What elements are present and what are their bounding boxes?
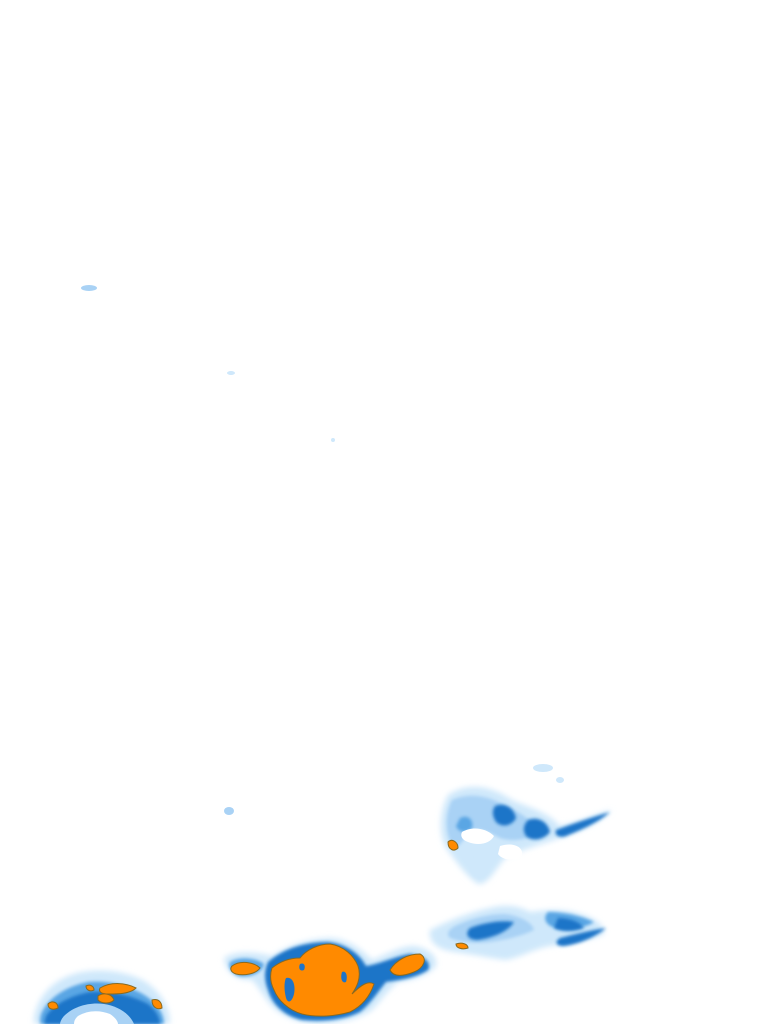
precip-echo	[470, 854, 489, 878]
precip-echo	[99, 983, 137, 995]
precip-echo	[341, 971, 347, 983]
precip-echo	[389, 953, 425, 976]
precip-speck	[227, 371, 235, 375]
precip-echo	[467, 921, 514, 940]
precip-echo	[455, 942, 469, 950]
precip-echo	[151, 999, 163, 1010]
precip-echo	[556, 928, 606, 946]
precip-echo	[230, 961, 261, 976]
precip-echo	[299, 963, 305, 971]
precip-cell-southwest	[34, 970, 170, 1024]
precip-echo	[554, 918, 584, 931]
precip-echo	[523, 818, 550, 840]
precip-echo	[461, 828, 494, 844]
precip-specks	[81, 285, 564, 815]
precip-echo	[284, 977, 295, 1002]
precip-echo	[47, 1001, 59, 1010]
precip-cell-northeast	[440, 786, 612, 885]
precip-echo	[270, 943, 375, 1017]
precip-echo	[492, 804, 516, 826]
precip-echo	[97, 993, 115, 1004]
precip-echo	[446, 795, 540, 848]
precip-echo	[498, 844, 523, 860]
precip-speck	[556, 777, 564, 783]
precip-speck	[533, 764, 553, 772]
precip-speck	[331, 438, 335, 442]
precip-echo	[456, 816, 473, 832]
precip-echo	[447, 839, 459, 851]
precip-storm-central	[224, 938, 437, 1024]
precip-echo	[85, 984, 95, 992]
precip-speck	[81, 285, 97, 291]
precip-echo	[74, 1011, 118, 1024]
precip-band-east	[429, 905, 606, 960]
precip-speck	[224, 807, 234, 815]
precip-echo	[555, 812, 610, 837]
